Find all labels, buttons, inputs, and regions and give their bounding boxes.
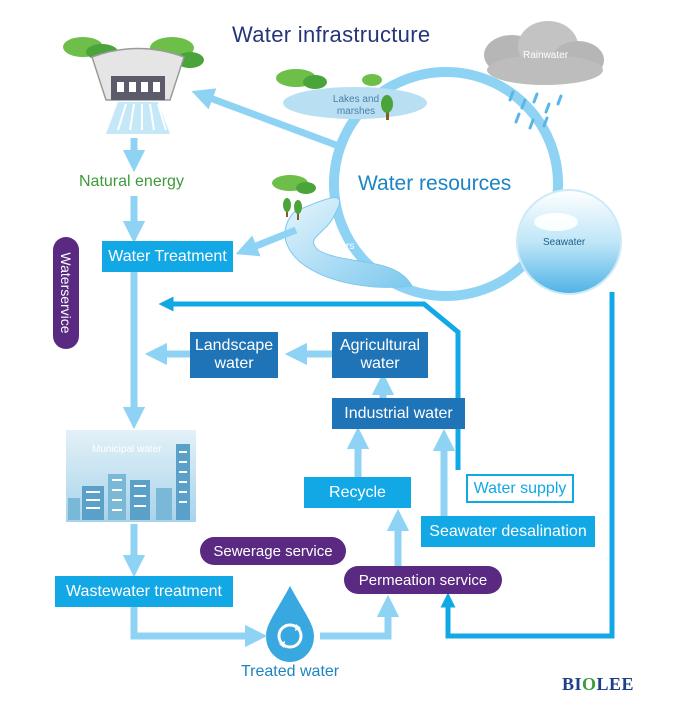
- recycle-box: Recycle: [304, 477, 411, 508]
- agricultural-water-box: Agricultural water: [332, 332, 428, 378]
- logo-prefix: BI: [562, 674, 583, 694]
- natural-energy-label: Natural energy: [79, 173, 184, 190]
- dam-label: Dam: [124, 38, 146, 49]
- lakes-label-line2: marshes: [336, 106, 376, 117]
- water-resources-circle: [329, 67, 563, 301]
- industrial-water-box: Industrial water: [332, 398, 465, 429]
- rivers-illustration: [272, 175, 413, 288]
- permeation-service-badge: Permeation service: [344, 566, 502, 594]
- rivers-label: Rivers: [326, 241, 355, 252]
- agricultural-line1: Agricultural: [339, 337, 421, 354]
- landscape-line2: water: [214, 355, 254, 372]
- rainwater-cloud: [484, 21, 604, 130]
- treated-water-drop: [266, 586, 314, 662]
- rainwater-label: Rainwater: [523, 50, 569, 61]
- agricultural-line2: water: [360, 355, 400, 372]
- diagram-title: Water infrastructure: [232, 22, 431, 47]
- logo-globe-o: O: [582, 674, 597, 694]
- lakes-label: Lakes and marshes: [330, 94, 382, 118]
- dam-illustration: [63, 37, 204, 134]
- lakes-label-line1: Lakes and: [332, 94, 380, 105]
- water-supply-box: Water supply: [466, 474, 574, 503]
- treated-water-label: Treated water: [241, 663, 340, 680]
- water-resources-label: Water resources: [358, 172, 512, 195]
- seawater-desalination-box: Seawater desalination: [421, 516, 595, 547]
- waterservice-label: Waterservice: [58, 252, 74, 334]
- landscape-water-box: Landscape water: [190, 332, 278, 378]
- lakes-illustration: [276, 69, 427, 120]
- flow-arrows: [122, 88, 456, 648]
- wastewater-treatment-box: Wastewater treatment: [55, 576, 233, 607]
- municipal-water-label: Municipal water: [92, 444, 162, 455]
- landscape-line1: Landscape: [194, 337, 274, 354]
- logo-suffix: LEE: [596, 674, 635, 694]
- water-treatment-box: Water Treatment: [102, 241, 233, 272]
- waterservice-badge: Waterservice: [53, 237, 79, 349]
- sewerage-service-badge: Sewerage service: [200, 537, 346, 565]
- municipal-city-illustration: [66, 430, 196, 522]
- biolee-logo: BIOLEE: [562, 674, 634, 695]
- seawater-label: Seawater: [543, 237, 586, 248]
